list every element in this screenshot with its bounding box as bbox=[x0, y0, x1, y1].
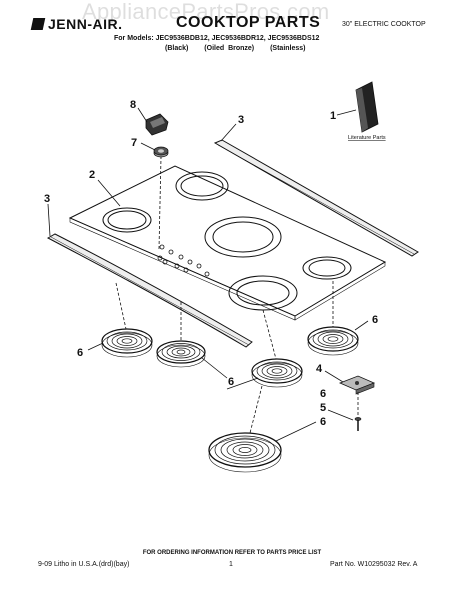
control-touch-dots bbox=[157, 244, 210, 277]
model-list: For Models: JEC9536BDB12, JEC9536BDR12, … bbox=[114, 35, 320, 42]
variant-oiled-bronze: (Oiled Bronze) bbox=[204, 45, 255, 52]
callout-6-left: 6 bbox=[77, 347, 83, 359]
surface-element-left bbox=[101, 328, 153, 358]
callout-7: 7 bbox=[131, 137, 137, 149]
control-knob-icon bbox=[145, 113, 169, 136]
variant-stainless: (Stainless) bbox=[270, 45, 306, 52]
part-number: Part No. W10295032 Rev. A bbox=[330, 561, 418, 568]
brand-name: JENN-AIR. bbox=[48, 16, 123, 32]
variant-black: (Black) bbox=[165, 45, 189, 52]
surface-element-large bbox=[208, 432, 282, 473]
trim-strip-rear bbox=[213, 139, 419, 257]
screw-icon bbox=[354, 417, 362, 431]
ordering-note: FOR ORDERING INFORMATION REFER TO PARTS … bbox=[142, 550, 322, 556]
finish-variants: (Black) (Oiled Bronze) (Stainless) bbox=[165, 45, 318, 52]
callout-3-rear: 3 bbox=[238, 114, 244, 126]
callout-1: 1 bbox=[330, 110, 336, 122]
callout-6-large: 6 bbox=[320, 416, 326, 428]
page-number: 1 bbox=[229, 561, 233, 568]
litho-note: 9-09 Litho in U.S.A.(drd)(bay) bbox=[38, 561, 130, 568]
callout-2: 2 bbox=[89, 169, 95, 181]
cooktop-glass bbox=[68, 165, 387, 321]
literature-parts-icon bbox=[355, 81, 379, 133]
surface-element-right bbox=[307, 326, 359, 356]
callout-6-center-left: 6 bbox=[228, 376, 234, 388]
surface-element-center-left bbox=[156, 340, 206, 368]
product-subtitle: 30" ELECTRIC COOKTOP bbox=[342, 21, 426, 28]
surface-element-center bbox=[251, 358, 303, 388]
brand-logo: JENN-AIR. bbox=[30, 16, 123, 32]
leader-lines bbox=[47, 107, 369, 442]
callout-6-center: 6 bbox=[320, 388, 326, 400]
watermark: AppliancePartsPros.com bbox=[82, 0, 330, 24]
callout-3-front: 3 bbox=[44, 193, 50, 205]
knob-bezel-icon bbox=[153, 146, 169, 158]
trim-strip-front bbox=[46, 233, 253, 348]
callout-8: 8 bbox=[130, 99, 136, 111]
cooktop-burner-markings bbox=[102, 171, 352, 311]
mounting-bracket-icon bbox=[338, 375, 376, 395]
literature-parts-label: Literature Parts bbox=[348, 135, 386, 141]
page-title: COOKTOP PARTS bbox=[176, 14, 321, 31]
callout-5: 5 bbox=[320, 402, 326, 414]
callout-4: 4 bbox=[316, 363, 323, 375]
callout-6-right: 6 bbox=[372, 314, 378, 326]
